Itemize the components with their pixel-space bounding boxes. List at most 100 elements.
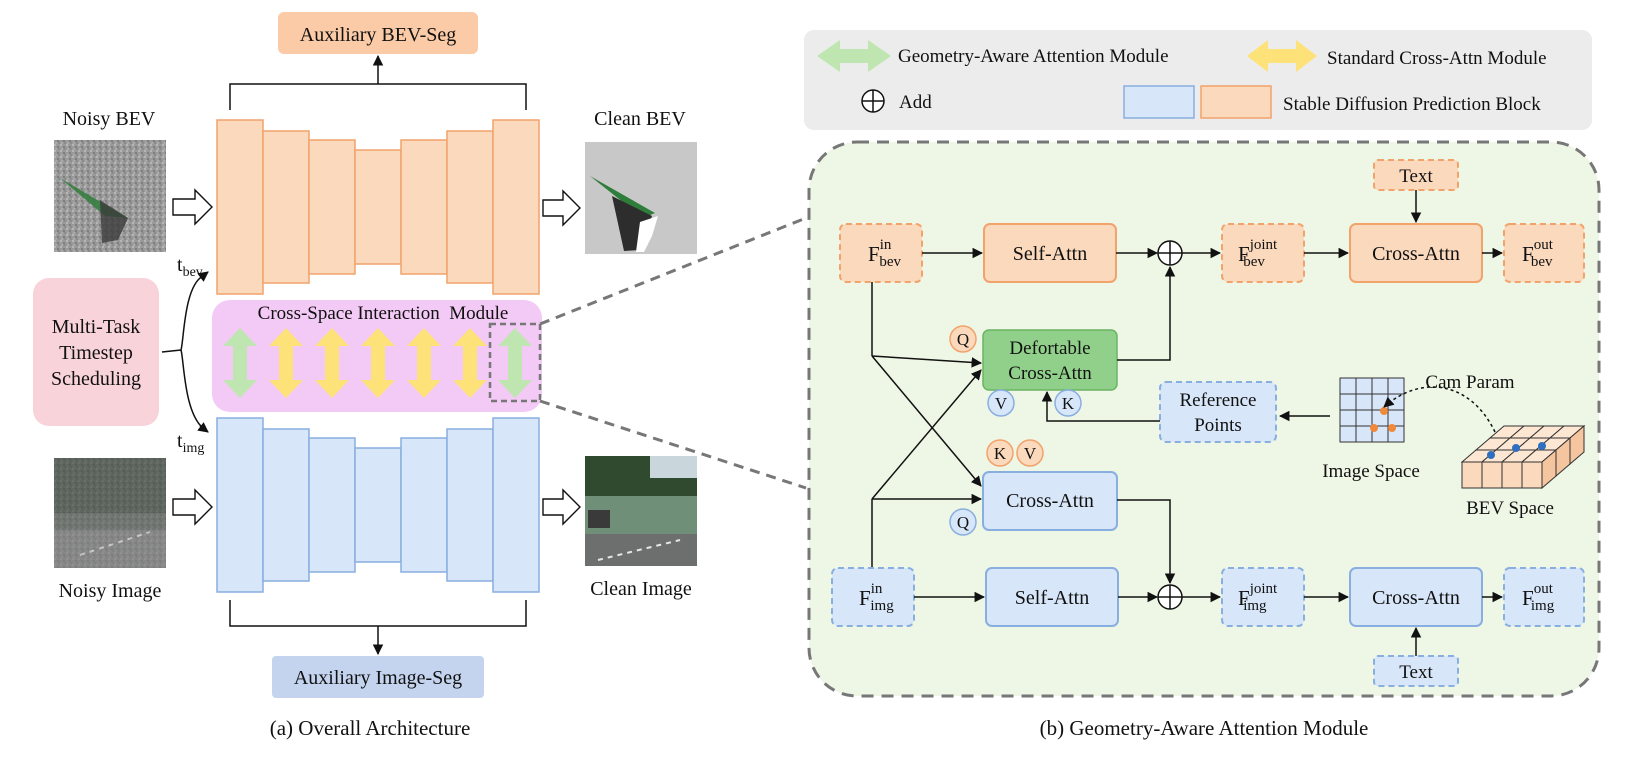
- deformable-line-2: Cross-Attn: [1008, 363, 1092, 384]
- noisy-image: [54, 458, 166, 568]
- standard-cross-attn-arrow-icon: [361, 328, 395, 398]
- image-space-cell: [1355, 377, 1373, 395]
- brace-connector: [161, 349, 182, 353]
- legend-blue-swatch: [1123, 85, 1195, 119]
- brace-arrow-bev: [197, 271, 209, 282]
- arrow-imgcross-imgadd: [1117, 499, 1176, 585]
- standard-cross-attn-arrow-icon: [407, 328, 441, 398]
- image-space-label: Image Space: [1322, 461, 1420, 482]
- bev-unet: [216, 119, 540, 295]
- zoom-line-bottom: [539, 399, 807, 490]
- image-space-cell: [1355, 409, 1373, 427]
- image-space-cell: [1339, 393, 1357, 411]
- cross-space-arrows: [223, 328, 532, 398]
- svg-text:Q: Q: [957, 330, 969, 349]
- aux-bev-seg-box: [278, 12, 478, 54]
- img-mid-cross-attn-box: [982, 471, 1118, 531]
- bev-self-attn-label: Self-Attn: [1013, 243, 1087, 265]
- legend-orange-swatch: [1200, 85, 1272, 119]
- standard-cross-attn-arrow-icon: [315, 328, 349, 398]
- cross-space-module-label: Cross-Space Interaction Module: [258, 303, 509, 324]
- caption-b: (b) Geometry-Aware Attention Module: [1040, 716, 1369, 740]
- clean-bev-image: [585, 142, 697, 254]
- legend-standard-label: Standard Cross-Attn Module: [1327, 48, 1547, 69]
- legend-geometry-label: Geometry-Aware Attention Module: [898, 46, 1169, 67]
- bev-query-point: [1512, 444, 1520, 452]
- img-cross-k-badge: K: [986, 439, 1014, 467]
- img-text-box: [1373, 655, 1459, 687]
- clean-image-label: Clean Image: [590, 578, 692, 600]
- cam-param-label: Cam Param: [1425, 372, 1514, 393]
- image-space-cell: [1371, 377, 1389, 395]
- legend: Geometry-Aware Attention Module Standard…: [804, 30, 1592, 130]
- noisy-bev-hollow-arrow: [172, 188, 213, 226]
- bev-query-point: [1538, 442, 1546, 450]
- bev-cross-attn-label: Cross-Attn: [1372, 243, 1460, 265]
- t-img-label: timg: [177, 430, 204, 456]
- bev-space-label: BEV Space: [1466, 498, 1554, 519]
- img-cross-v-badge: V: [1016, 439, 1044, 467]
- f-bev-joint-box: [1221, 223, 1305, 283]
- standard-cross-attn-arrow-icon: [269, 328, 303, 398]
- svg-text:K: K: [1062, 394, 1075, 413]
- f-bev-out-box: [1503, 223, 1585, 283]
- reference-points-box: [1159, 381, 1277, 443]
- arrow-fbevin-imgcross: [871, 355, 982, 487]
- clean-image: [585, 456, 697, 566]
- deformable-q-badge: Q: [949, 325, 977, 353]
- brace-arrow-img: [197, 422, 209, 433]
- legend-add-label: Add: [899, 92, 932, 113]
- scheduling-brace: [180, 275, 204, 429]
- reference-point: [1388, 424, 1396, 432]
- svg-text:V: V: [1024, 444, 1037, 463]
- bev-add-icon: [1157, 240, 1183, 266]
- img-mid-cross-attn-label: Cross-Attn: [1006, 490, 1094, 512]
- arrow-fimgin-deformable: [871, 369, 982, 500]
- deformable-v-badge: V: [987, 389, 1015, 417]
- img-cross-attn-label: Cross-Attn: [1372, 587, 1460, 609]
- scheduling-box: [33, 278, 159, 426]
- bev-top-bracket: [229, 83, 527, 110]
- scheduling-line-3: Scheduling: [51, 368, 141, 390]
- deformable-k-badge: K: [1054, 389, 1082, 417]
- image-space-cell: [1387, 409, 1405, 427]
- overall-architecture: Auxiliary BEV-Seg Noisy BEV Clean BEV: [33, 12, 697, 740]
- aux-image-seg-label: Auxiliary Image-Seg: [294, 667, 462, 689]
- legend-yellow-arrow-icon: [1247, 40, 1317, 72]
- deformable-line-1: Defortable: [1009, 338, 1090, 359]
- f-img-in-box: [831, 567, 915, 627]
- aux-image-seg-box: [272, 656, 484, 698]
- caption-a: (a) Overall Architecture: [270, 716, 471, 740]
- bev-space-cube: [1460, 424, 1586, 490]
- bev-text-box: [1373, 159, 1459, 191]
- bev-cube-cell: [1521, 461, 1543, 489]
- image-unet: [216, 417, 540, 593]
- image-space-cell: [1339, 409, 1357, 427]
- svg-text:V: V: [995, 394, 1008, 413]
- clean-bev-label: Clean BEV: [594, 108, 686, 130]
- noisy-image-label: Noisy Image: [59, 580, 162, 602]
- bev-cube-cell: [1569, 424, 1585, 466]
- image-space-cell: [1387, 377, 1405, 395]
- svg-text:Q: Q: [957, 513, 969, 532]
- f-img-out-box: [1503, 567, 1585, 627]
- scheduling-line-2: Timestep: [59, 342, 133, 364]
- img-add-icon: [1157, 584, 1183, 610]
- image-space-cell: [1355, 393, 1373, 411]
- standard-cross-attn-arrow-icon: [453, 328, 487, 398]
- bev-cube-cell: [1501, 461, 1523, 489]
- img-text-label: Text: [1399, 662, 1433, 683]
- f-img-joint-box: [1221, 567, 1305, 627]
- image-space-cell: [1339, 425, 1357, 443]
- legend-green-arrow-icon: [817, 40, 891, 72]
- reference-points-line-1: Reference: [1180, 390, 1257, 411]
- svg-text:K: K: [994, 444, 1007, 463]
- reference-points-line-2: Points: [1194, 415, 1242, 436]
- aux-bev-seg-label: Auxiliary BEV-Seg: [300, 24, 456, 46]
- zoom-line-top: [539, 216, 807, 326]
- noisy-image-hollow-arrow: [172, 488, 213, 526]
